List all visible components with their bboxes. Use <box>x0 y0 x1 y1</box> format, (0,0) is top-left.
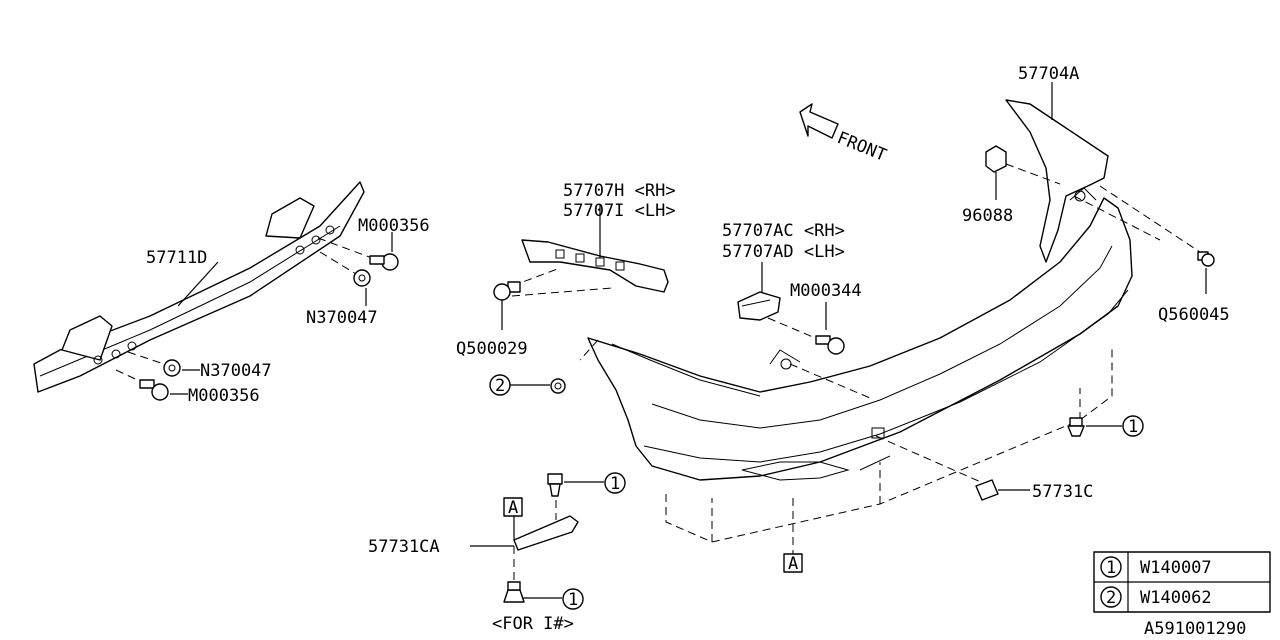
svg-text:1: 1 <box>1128 417 1138 437</box>
label-q560045: Q560045 <box>1158 305 1230 325</box>
label-n370047-bottom: N370047 <box>200 361 272 381</box>
for-i-note: <FOR I#> <box>492 614 574 634</box>
label-57707H: 57707H <RH> <box>563 181 676 201</box>
legend-key-2: 2 <box>1106 588 1116 608</box>
bumper-reinforcement <box>33 181 365 393</box>
bolt-m000356-top <box>317 237 399 271</box>
front-direction-arrow: FRONT <box>799 103 889 166</box>
svg-text:A: A <box>508 498 518 518</box>
cover-57731CA <box>513 500 579 584</box>
clip-lower-57731CA <box>503 581 525 603</box>
cover-57731C <box>975 479 999 501</box>
clip-upper-57731CA <box>547 473 563 497</box>
svg-text:1: 1 <box>610 474 620 494</box>
label-m000356-top: M000356 <box>358 216 430 236</box>
label-q500029: Q500029 <box>456 339 528 359</box>
label-m000356-bottom: M000356 <box>188 386 260 406</box>
clip-q500029 <box>493 267 613 301</box>
rear-bumper-face <box>587 99 1133 481</box>
label-57707AC: 57707AC <RH> <box>722 221 845 241</box>
label-57711D: 57711D <box>146 248 207 268</box>
callout-1-right: 1 <box>1122 415 1144 437</box>
callout-1-upper: 1 <box>604 472 626 494</box>
label-57704A: 57704A <box>1018 64 1079 84</box>
leader-57711D <box>177 261 219 307</box>
bumper-guide-bracket <box>737 291 781 321</box>
legend-table: 1 W140007 2 W140062 <box>1093 551 1271 613</box>
grommet-96088 <box>985 145 1007 173</box>
legend-key-1: 1 <box>1106 558 1116 578</box>
front-label: FRONT <box>834 128 889 166</box>
label-n370047-top: N370047 <box>306 308 378 328</box>
bolt-m000356-bottom <box>115 369 169 401</box>
legend-part-1: W140007 <box>1140 558 1212 578</box>
clip-w140007-right <box>1067 417 1085 437</box>
bumper-side-bracket <box>521 239 669 293</box>
screw-q560045 <box>1197 251 1215 267</box>
svg-text:2: 2 <box>495 376 505 396</box>
label-57707I: 57707I <LH> <box>563 201 676 221</box>
label-57731CA: 57731CA <box>368 537 440 557</box>
bolt-m000344 <box>767 317 845 355</box>
clip-w140062 <box>550 378 566 394</box>
label-57731C: 57731C <box>1032 482 1093 502</box>
label-57707AD: 57707AD <LH> <box>722 242 845 262</box>
nut-n370047-top <box>319 251 371 287</box>
projection-lines <box>579 163 1201 543</box>
svg-text:A: A <box>788 554 798 574</box>
nut-n370047-bottom <box>127 351 181 377</box>
label-96088: 96088 <box>962 206 1013 226</box>
ref-a-right: A <box>783 553 803 574</box>
diagram-id: A591001290 <box>1144 619 1246 639</box>
ref-a-left: A <box>503 497 523 518</box>
svg-text:1: 1 <box>568 590 578 610</box>
callout-2: 2 <box>489 374 511 396</box>
legend-part-2: W140062 <box>1140 588 1212 608</box>
callout-1-lower: 1 <box>562 588 584 610</box>
label-m000344: M000344 <box>790 281 862 301</box>
